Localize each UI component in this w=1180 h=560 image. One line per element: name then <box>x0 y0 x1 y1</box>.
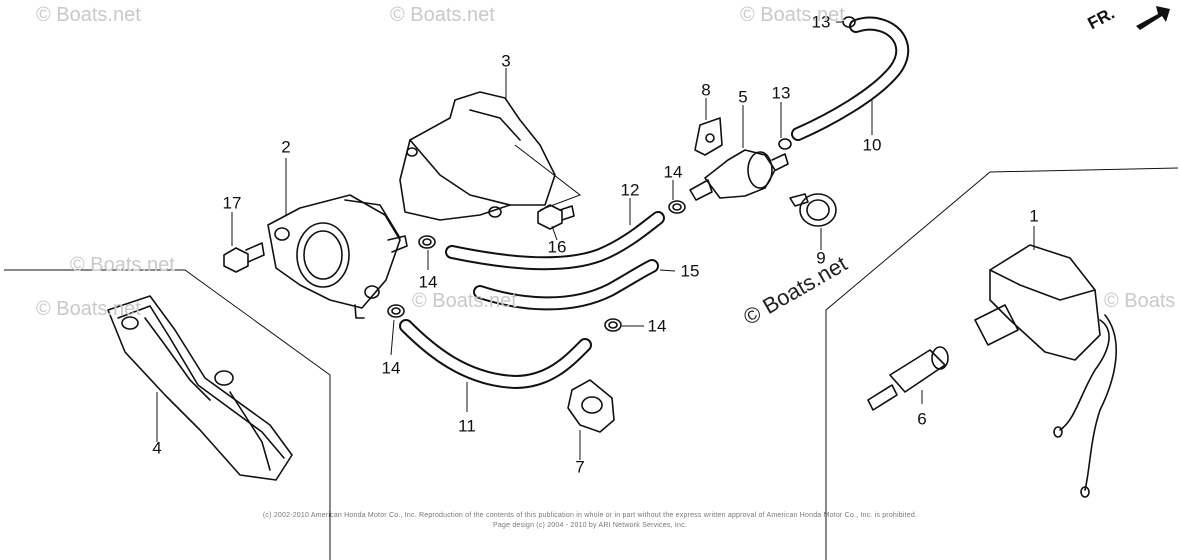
section-divider-left <box>4 269 331 560</box>
part-8-clip <box>694 117 723 156</box>
callout-4: 4 <box>152 438 162 458</box>
callout-10: 10 <box>862 135 882 155</box>
callout-14-b: 14 <box>381 358 401 378</box>
part-13-clip-a <box>842 16 856 28</box>
part-15-hose <box>473 259 659 311</box>
part-4-bracket <box>107 295 293 481</box>
callout-2: 2 <box>281 137 291 157</box>
watermark-faint: © Boats.net <box>36 4 141 26</box>
watermark-faint: © Boats.net <box>36 298 141 320</box>
callout-13-mid: 13 <box>771 83 791 103</box>
callout-8: 8 <box>701 80 711 100</box>
arrow-right-icon <box>1136 6 1170 30</box>
part-1-coil <box>974 244 1117 498</box>
part-14-clip-c <box>668 200 686 214</box>
callout-3: 3 <box>501 51 511 71</box>
part-14-clip-b <box>387 304 405 318</box>
section-divider-right <box>825 167 1179 560</box>
watermark-faint: © Boats.net <box>412 290 517 312</box>
part-11-hose <box>399 319 592 390</box>
leader-lines <box>156 21 1035 460</box>
part-16-bolt <box>537 204 575 230</box>
watermark-faint: © Boats.net <box>70 254 175 276</box>
copyright-line-1: (c) 2002-2010 American Honda Motor Co., … <box>262 512 918 519</box>
watermark-faint: © Boats.net <box>390 4 495 26</box>
part-10-hose <box>791 16 910 141</box>
part-7-grommet <box>567 379 615 433</box>
part-9-clamp <box>789 193 837 227</box>
part-14-clip-a <box>418 235 436 249</box>
part-3-cover <box>399 91 582 221</box>
copyright-line-2: Page design (c) 2004 - 2010 by ARI Netwo… <box>493 522 687 529</box>
watermark-faint: © Boats <box>1104 290 1176 312</box>
callout-15: 15 <box>680 261 700 281</box>
part-5-fuel-pump <box>689 149 789 201</box>
callout-16: 16 <box>547 237 567 257</box>
callout-11: 11 <box>458 416 476 436</box>
callout-17: 17 <box>222 193 242 213</box>
callout-14-d: 14 <box>647 316 667 336</box>
callout-5: 5 <box>738 87 748 107</box>
callout-14-c: 14 <box>663 162 683 182</box>
part-6-filter <box>867 346 949 411</box>
part-17-bolt <box>223 242 265 273</box>
part-2-pump-body <box>267 194 408 319</box>
callout-6: 6 <box>917 409 927 429</box>
part-14-clip-d <box>604 318 622 332</box>
callout-9: 9 <box>816 248 826 268</box>
watermark-faint: © Boats.net <box>740 4 845 26</box>
callout-7: 7 <box>575 457 585 477</box>
callout-13-top: 13 <box>811 12 831 32</box>
part-12-hose <box>445 211 665 271</box>
callout-1: 1 <box>1029 206 1039 226</box>
part-13-clip-b <box>778 138 792 150</box>
callout-12: 12 <box>620 180 640 200</box>
callout-14-a: 14 <box>418 272 438 292</box>
